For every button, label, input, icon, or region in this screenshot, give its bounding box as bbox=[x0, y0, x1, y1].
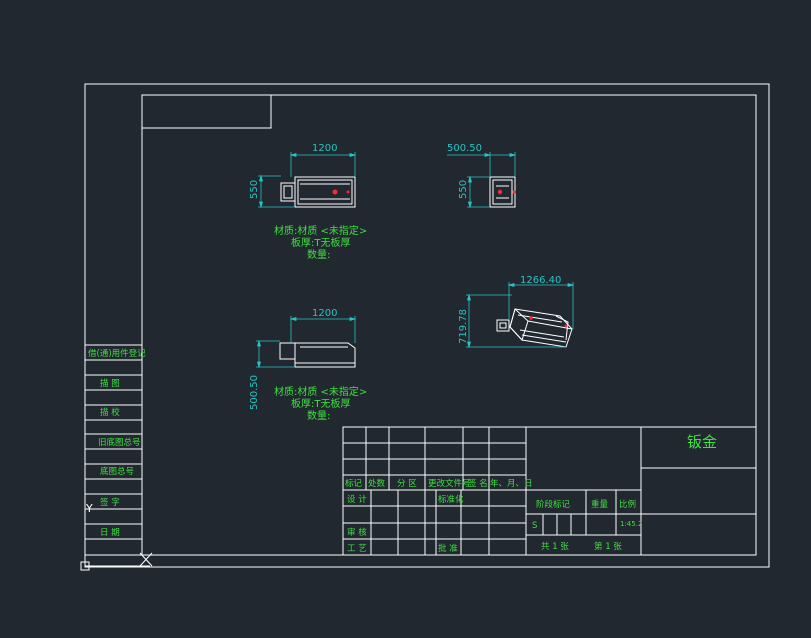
row-design: 设 计 bbox=[347, 494, 367, 505]
strip-label-trace: 描 图 bbox=[100, 378, 120, 389]
row-review: 审 核 bbox=[347, 527, 367, 538]
hdr-change-doc: 更改文件号 bbox=[428, 478, 471, 489]
hole-mark bbox=[529, 316, 533, 320]
outer-border bbox=[84, 83, 770, 568]
strip-label-borrowed: 借(通)用件登记 bbox=[88, 348, 146, 359]
hdr-date: 年、月、日 bbox=[490, 478, 533, 489]
row-standard: 标准化 bbox=[438, 494, 464, 505]
row-approve: 批 准 bbox=[438, 543, 458, 554]
title-block[interactable]: 标记 处数 分 区 更改文件号 签 名 年、月、日 设 计 标准化 审 核 工 … bbox=[342, 426, 757, 556]
top-left-box bbox=[141, 94, 272, 129]
sheet-border bbox=[84, 83, 770, 568]
ucs-y-label: Y bbox=[85, 502, 93, 515]
sheet-number: 第 1 张 bbox=[594, 541, 622, 552]
right-view-part bbox=[489, 176, 516, 208]
note-material: 材质:材质 <未指定> bbox=[274, 224, 367, 237]
note-quantity: 数量: bbox=[307, 248, 330, 261]
dim-width-label: 1266.40 bbox=[520, 275, 561, 286]
scale-label: 比例 bbox=[619, 499, 636, 510]
hole-mark bbox=[512, 190, 516, 194]
dim-height-label: 550 bbox=[249, 180, 260, 199]
right-view-dims bbox=[447, 152, 517, 209]
isometric-view-dims bbox=[466, 282, 575, 349]
weight-label: 重量 bbox=[591, 499, 609, 510]
dim-width-label: 1200 bbox=[312, 308, 337, 319]
bottom-view[interactable]: 1200 500.50 bbox=[249, 308, 357, 410]
front-view-part bbox=[280, 176, 356, 208]
front-view-dims bbox=[258, 152, 357, 209]
dim-width-label: 1200 bbox=[312, 143, 337, 154]
dim-height-label: 550 bbox=[458, 180, 469, 199]
title-block-grid bbox=[342, 426, 757, 556]
dim-height-label: 719.78 bbox=[458, 309, 469, 344]
strip-label-drawing-no: 底图总号 bbox=[100, 466, 134, 477]
hole-mark bbox=[497, 189, 503, 195]
row-process: 工 艺 bbox=[347, 544, 367, 554]
strip-label-signature: 签 字 bbox=[100, 497, 120, 508]
isometric-view[interactable]: 1266.40 719.78 bbox=[458, 275, 575, 349]
dim-height-label: 500.50 bbox=[249, 375, 260, 410]
note-block-upper: 材质:材质 <未指定> 板厚:T无板厚 数量: bbox=[274, 224, 367, 261]
strip-label-check: 描 校 bbox=[100, 407, 120, 418]
note-thickness: 板厚:T无板厚 bbox=[291, 236, 350, 249]
stage-mark-label: 阶段标记 bbox=[536, 499, 571, 510]
isometric-view-part bbox=[496, 308, 573, 348]
strip-label-date: 日 期 bbox=[100, 528, 120, 538]
note-thickness: 板厚:T无板厚 bbox=[291, 397, 350, 410]
hdr-mark: 标记 bbox=[345, 478, 363, 489]
scale-value: 1:45.2 bbox=[620, 520, 642, 528]
title-block-text: 标记 处数 分 区 更改文件号 签 名 年、月、日 设 计 标准化 审 核 工 … bbox=[345, 478, 642, 554]
front-view[interactable]: 1200 550 bbox=[249, 143, 357, 209]
right-view[interactable]: 500.50 550 bbox=[447, 143, 517, 209]
hdr-count: 处数 bbox=[368, 478, 386, 489]
dim-width-label: 500.50 bbox=[447, 143, 482, 154]
strip-label-old-drawing: 旧底图总号 bbox=[98, 437, 141, 448]
part-name: 钣金 bbox=[687, 433, 717, 451]
hdr-zone: 分 区 bbox=[397, 479, 417, 489]
sheets-total: 共 1 张 bbox=[541, 542, 569, 552]
note-material: 材质:材质 <未指定> bbox=[274, 385, 367, 398]
stage-s: S bbox=[532, 521, 537, 531]
hole-mark bbox=[564, 324, 568, 328]
side-strip: 借(通)用件登记 描 图 描 校 旧底图总号 底图总号 签 字 日 期 bbox=[85, 344, 146, 540]
ucs-icon bbox=[80, 498, 153, 571]
hole-mark bbox=[332, 189, 338, 195]
hole-mark bbox=[346, 190, 350, 194]
note-quantity: 数量: bbox=[307, 409, 330, 422]
bottom-view-part bbox=[279, 342, 356, 368]
bottom-view-dims bbox=[256, 316, 357, 369]
hdr-sign: 签 名 bbox=[468, 478, 488, 489]
note-block-lower: 材质:材质 <未指定> 板厚:T无板厚 数量: bbox=[274, 385, 367, 422]
